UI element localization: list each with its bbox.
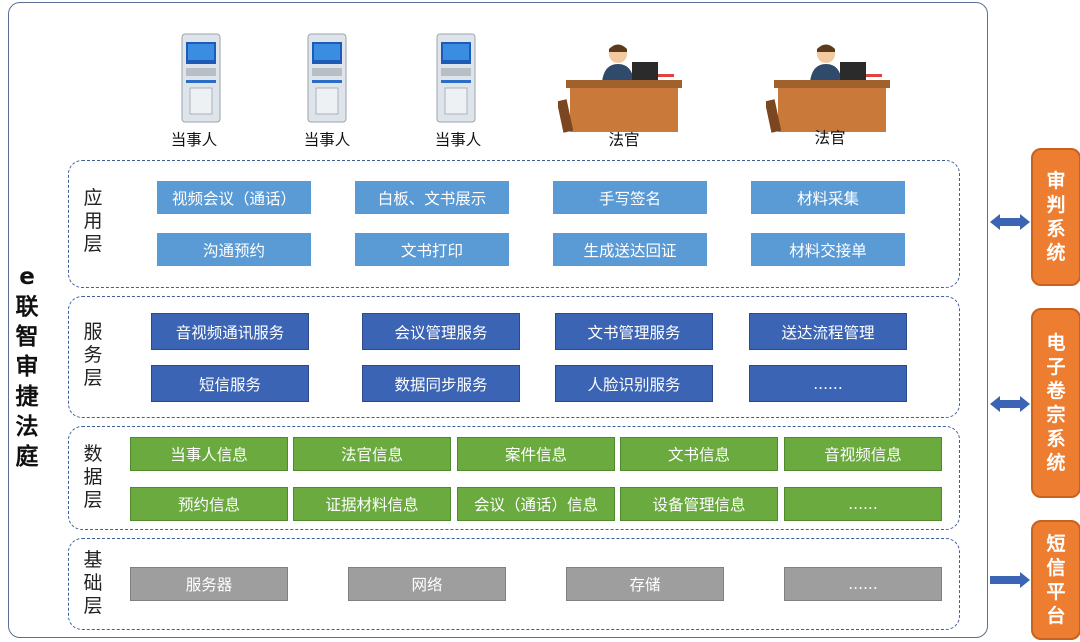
- side-char: 判: [1046, 194, 1066, 216]
- data-item: 当事人信息: [130, 437, 288, 471]
- infrastructure-layer: 基 础 层 服务器 网络 存储 ......: [68, 538, 960, 630]
- side-char: 卷: [1046, 380, 1066, 402]
- main-frame: [8, 2, 988, 638]
- base-item: 网络: [348, 567, 506, 601]
- kiosk-icon: [431, 32, 481, 128]
- side-char: 电: [1046, 332, 1066, 354]
- right-arrow-icon: [990, 572, 1030, 588]
- data-item: 文书信息: [620, 437, 778, 471]
- title-char: 审: [15, 354, 39, 380]
- title-char: e: [19, 264, 35, 290]
- side-char: 信: [1046, 557, 1066, 579]
- layer-label-char: 据: [83, 466, 103, 488]
- service-item: 会议管理服务: [362, 313, 520, 350]
- application-layer: 应 用 层 视频会议（通话） 白板、文书展示 手写签名 材料采集 沟通预约 文书…: [68, 160, 960, 288]
- actor-label: 法官: [814, 129, 846, 147]
- app-item: 文书打印: [355, 233, 509, 266]
- side-char: 系: [1046, 428, 1066, 450]
- title-char: 法: [15, 414, 39, 440]
- service-item: 送达流程管理: [749, 313, 907, 350]
- vertical-title: e 联 智 审 捷 法 庭: [14, 262, 40, 472]
- layer-label-char: 层: [83, 233, 103, 255]
- side-char: 平: [1046, 581, 1066, 603]
- layer-label: 基 础 层: [81, 549, 105, 618]
- base-item: 存储: [566, 567, 724, 601]
- side-char: 短: [1046, 533, 1066, 555]
- kiosk-icon: [176, 32, 226, 128]
- actor-label: 法官: [608, 131, 640, 149]
- data-item: 音视频信息: [784, 437, 942, 471]
- data-item: 设备管理信息: [620, 487, 778, 521]
- layer-label-char: 层: [83, 595, 103, 617]
- layer-label-char: 础: [83, 572, 103, 594]
- app-item: 材料交接单: [751, 233, 905, 266]
- service-item: ......: [749, 365, 907, 402]
- data-layer: 数 据 层 当事人信息 法官信息 案件信息 文书信息 音视频信息 预约信息 证据…: [68, 426, 960, 530]
- data-item: ......: [784, 487, 942, 521]
- judge-desk-icon: [556, 40, 686, 138]
- layer-label-char: 数: [83, 443, 103, 465]
- app-item: 生成送达回证: [553, 233, 707, 266]
- side-system-e-dossier: 电 子 卷 宗 系 统: [1031, 308, 1080, 498]
- title-char: 庭: [15, 444, 39, 470]
- layer-label-char: 务: [83, 344, 103, 366]
- title-char: 智: [15, 324, 39, 350]
- service-item: 短信服务: [151, 365, 309, 402]
- layer-label-char: 层: [83, 367, 103, 389]
- service-item: 音视频通讯服务: [151, 313, 309, 350]
- app-item: 手写签名: [553, 181, 707, 214]
- side-system-sms: 短 信 平 台: [1031, 520, 1080, 640]
- layer-label: 数 据 层: [81, 443, 105, 512]
- data-item: 预约信息: [130, 487, 288, 521]
- app-item: 白板、文书展示: [355, 181, 509, 214]
- double-arrow-icon: [990, 396, 1030, 412]
- data-item: 案件信息: [457, 437, 615, 471]
- data-item: 法官信息: [293, 437, 451, 471]
- actor-label: 当事人: [170, 131, 218, 149]
- layer-label-char: 用: [83, 210, 103, 232]
- actor-label: 当事人: [303, 131, 351, 149]
- side-char: 台: [1046, 605, 1066, 627]
- side-char: 统: [1046, 452, 1066, 474]
- title-char: 联: [15, 294, 39, 320]
- layer-label-char: 服: [83, 321, 103, 343]
- service-item: 数据同步服务: [362, 365, 520, 402]
- app-item: 视频会议（通话）: [157, 181, 311, 214]
- service-item: 人脸识别服务: [555, 365, 713, 402]
- side-char: 系: [1046, 218, 1066, 240]
- app-item: 材料采集: [751, 181, 905, 214]
- data-item: 会议（通话）信息: [457, 487, 615, 521]
- layer-label-char: 应: [83, 187, 103, 209]
- data-item: 证据材料信息: [293, 487, 451, 521]
- title-char: 捷: [15, 384, 39, 410]
- side-char: 统: [1046, 242, 1066, 264]
- side-char: 宗: [1046, 404, 1066, 426]
- kiosk-icon: [302, 32, 352, 128]
- layer-label-char: 层: [83, 489, 103, 511]
- layer-label-char: 基: [83, 549, 103, 571]
- layer-label: 应 用 层: [81, 187, 105, 256]
- service-item: 文书管理服务: [555, 313, 713, 350]
- double-arrow-icon: [990, 214, 1030, 230]
- side-char: 审: [1046, 170, 1066, 192]
- side-char: 子: [1046, 356, 1066, 378]
- layer-label: 服 务 层: [81, 321, 105, 390]
- side-system-trial: 审 判 系 统: [1031, 148, 1080, 286]
- base-item: 服务器: [130, 567, 288, 601]
- judge-desk-icon: [764, 40, 894, 138]
- service-layer: 服 务 层 音视频通讯服务 会议管理服务 文书管理服务 送达流程管理 短信服务 …: [68, 296, 960, 418]
- actor-label: 当事人: [434, 131, 482, 149]
- app-item: 沟通预约: [157, 233, 311, 266]
- base-item: ......: [784, 567, 942, 601]
